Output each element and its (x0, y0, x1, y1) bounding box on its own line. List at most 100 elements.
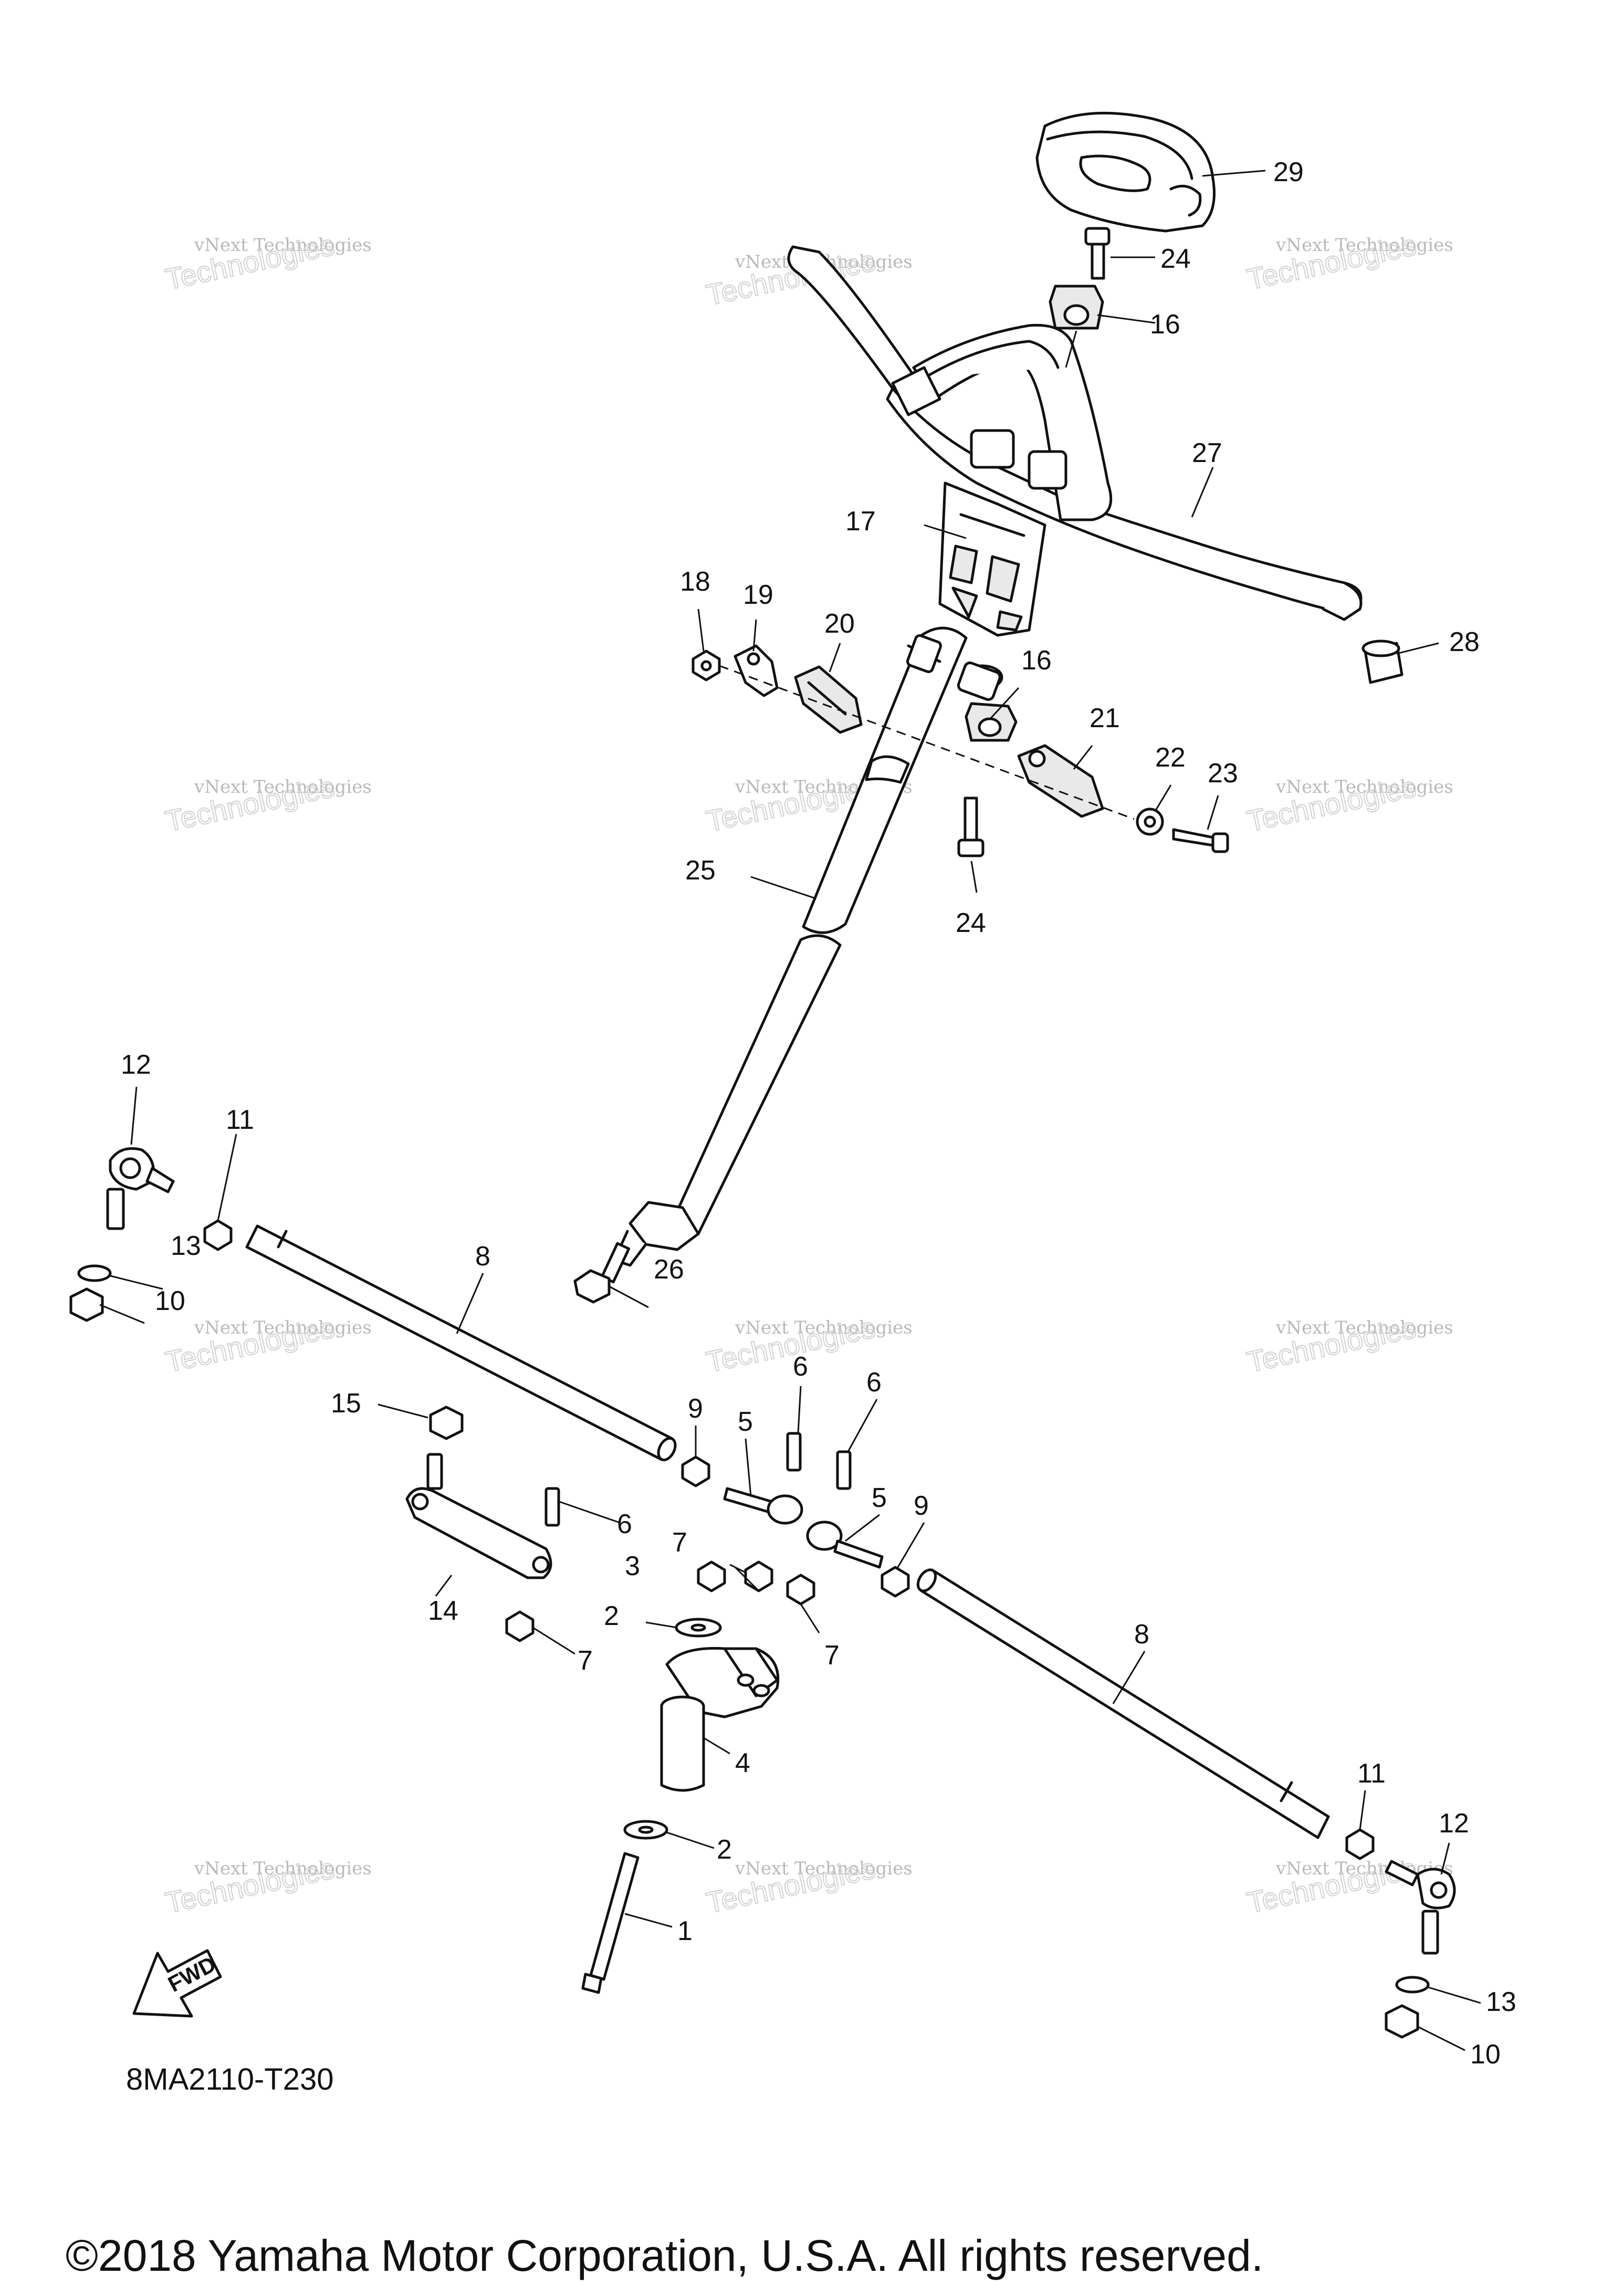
part-washer-13-right (1395, 1976, 1430, 1994)
callout-8: 8 (475, 1241, 490, 1272)
part-bolt-1 (581, 1852, 640, 1994)
callout-2: 2 (604, 1601, 619, 1631)
part-nut-22 (1136, 808, 1164, 836)
part-bracket-21 (1017, 744, 1104, 818)
callouts: 29 24 16 27 17 28 18 19 20 16 21 22 23 2… (121, 157, 1516, 2070)
svg-text:vNext Technologies: vNext Technologies (735, 1858, 913, 1879)
callout-13: 13 (171, 1231, 201, 1261)
watermark: vNext Technologies Technologies (1243, 1310, 1453, 1379)
watermark: vNext Technologies Technologies (162, 1851, 371, 1920)
part-bolt-lower (957, 796, 984, 857)
callout-21: 21 (1090, 703, 1120, 733)
part-steering-column (613, 626, 1003, 1267)
watermarks: vNext Technologies Technologies vNext Te… (162, 227, 1453, 1920)
diagram-code: 8MA2110-T230 (126, 2062, 334, 2096)
part-column-plate (938, 481, 1046, 637)
svg-text:vNext Technologies: vNext Technologies (194, 235, 372, 256)
part-nut-15 (429, 1406, 464, 1440)
callout-16: 16 (1150, 309, 1180, 340)
part-nut-3 (697, 1560, 726, 1592)
fwd-arrow: FWD (132, 1949, 222, 2018)
callout-4: 4 (735, 1748, 750, 1778)
callout-10: 10 (1470, 2039, 1501, 2070)
callout-11: 11 (226, 1105, 254, 1135)
part-bracket-20 (794, 665, 863, 734)
callout-5: 5 (738, 1407, 753, 1437)
callout-11: 11 (1357, 1758, 1386, 1789)
callout-23: 23 (1208, 758, 1238, 789)
part-ball-joint-5-left (723, 1487, 803, 1525)
watermark: vNext Technologies Technologies (1243, 227, 1453, 297)
part-bolt-23 (1172, 828, 1229, 853)
part-nut-10-left (69, 1287, 104, 1322)
callout-24: 24 (1160, 244, 1191, 274)
callout-6: 6 (793, 1351, 808, 1382)
svg-text:vNext Technologies: vNext Technologies (1275, 777, 1453, 798)
watermark: vNext Technologies Technologies (162, 227, 372, 297)
part-bolt-26 (573, 1242, 631, 1304)
callout-3: 3 (625, 1551, 640, 1581)
part-nut-11-right (1345, 1828, 1375, 1860)
callout-8: 8 (1134, 1619, 1149, 1650)
part-bolt-6-a (786, 1432, 802, 1472)
svg-text:vNext Technologies: vNext Technologies (1275, 235, 1453, 256)
callout-12: 12 (121, 1050, 151, 1080)
callout-17: 17 (845, 506, 876, 537)
svg-text:vNext Technologies: vNext Technologies (1275, 1317, 1453, 1338)
callout-16: 16 (1021, 645, 1052, 676)
part-nut-9-right (881, 1566, 910, 1598)
part-nut-10-right (1385, 2004, 1419, 2039)
part-nut-7-b (786, 1574, 815, 1606)
part-nut-7-a (744, 1560, 773, 1592)
part-nut-9-left (681, 1455, 710, 1487)
leader-lines (99, 170, 1481, 2051)
part-tie-rod-left (245, 1224, 677, 1462)
callout-24: 24 (956, 908, 986, 938)
callout-29: 29 (1273, 157, 1304, 187)
callout-9: 9 (688, 1393, 703, 1424)
callout-26: 26 (654, 1254, 684, 1285)
watermark: vNext Technologies Technologies (1243, 769, 1453, 838)
callout-7: 7 (578, 1645, 593, 1676)
callout-27: 27 (1192, 438, 1222, 468)
callout-6: 6 (617, 1509, 632, 1539)
callout-7: 7 (672, 1527, 687, 1558)
part-handlebar (787, 245, 1363, 621)
callout-10: 10 (155, 1286, 185, 1316)
part-bolt-6-c (544, 1487, 560, 1527)
part-tie-rod-end-right (1385, 1860, 1456, 1955)
watermark: vNext Technologies Technologies (162, 769, 372, 838)
callout-15: 15 (331, 1388, 361, 1419)
callout-20: 20 (824, 609, 855, 639)
callout-2: 2 (717, 1834, 732, 1865)
callout-25: 25 (685, 855, 716, 886)
part-washer-2-upper (675, 1618, 722, 1638)
copyright: ©2018 Yamaha Motor Corporation, U.S.A. A… (66, 2231, 1263, 2280)
svg-text:vNext Technologies: vNext Technologies (194, 1858, 372, 1879)
callout-7: 7 (824, 1640, 840, 1671)
callout-13: 13 (1486, 1987, 1516, 2017)
svg-text:vNext Technologies: vNext Technologies (735, 1317, 913, 1338)
part-holder-lower (965, 702, 1018, 742)
callout-12: 12 (1439, 1808, 1469, 1839)
callout-5: 5 (872, 1483, 887, 1513)
part-pivot-4 (660, 1647, 780, 1792)
callout-14: 14 (428, 1596, 458, 1626)
part-tie-rod-end-left (106, 1147, 175, 1230)
part-nut-18 (692, 649, 721, 682)
watermark: vNext Technologies Technologies (703, 1851, 912, 1920)
part-nut-11-left (203, 1219, 233, 1251)
part-handlebar-pad (1035, 111, 1216, 233)
part-nut-7-c (505, 1610, 535, 1642)
callout-18: 18 (680, 567, 710, 597)
part-end-cap (1361, 639, 1403, 684)
svg-text:vNext Technologies: vNext Technologies (194, 777, 372, 798)
part-ball-joint-5-right (806, 1521, 884, 1569)
svg-text:vNext Technologies: vNext Technologies (194, 1317, 372, 1338)
part-tie-rod-right (916, 1568, 1330, 1839)
part-bolt-6-b (836, 1450, 852, 1490)
part-holder-upper (1049, 285, 1104, 330)
part-washer-2-lower (623, 1820, 668, 1840)
part-bolt-upper (1084, 227, 1111, 280)
